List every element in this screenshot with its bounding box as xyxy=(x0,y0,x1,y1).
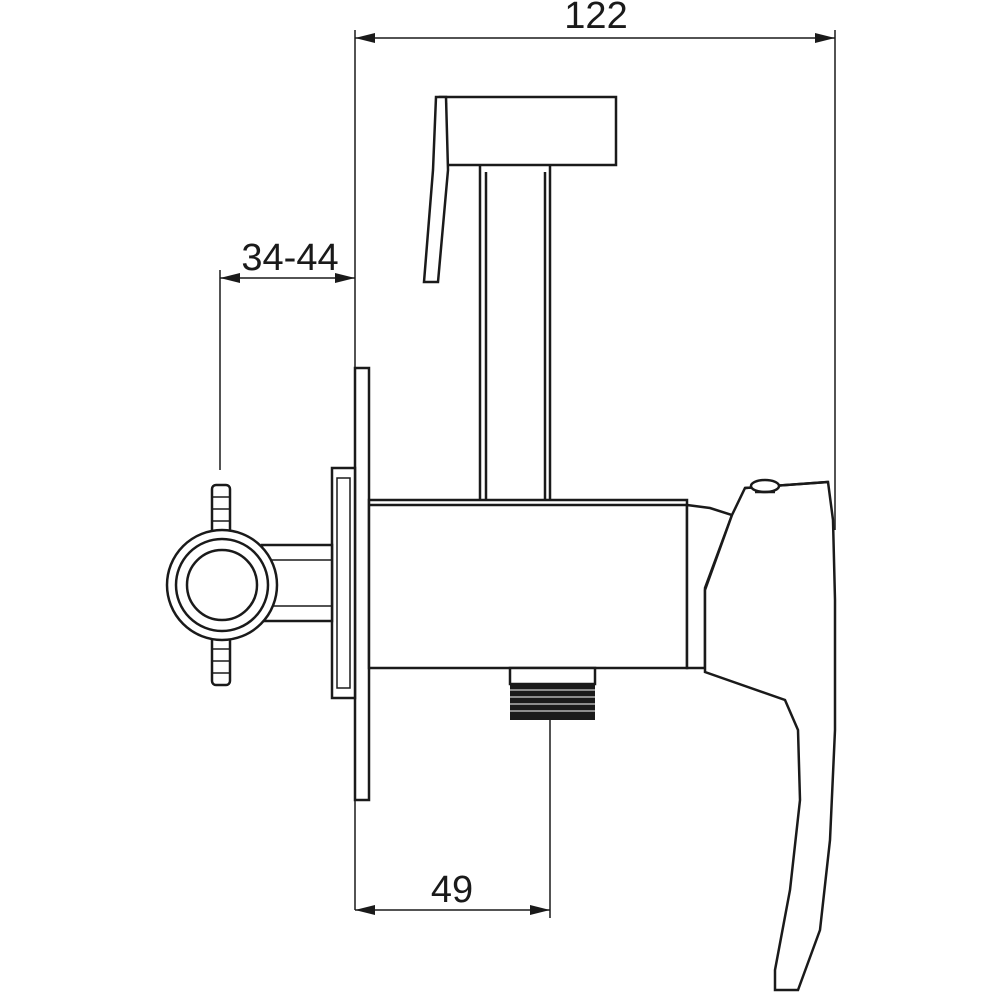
dimension-label-outlet-offset: 49 xyxy=(431,869,473,911)
threaded-outlet xyxy=(508,666,597,720)
dimension-wall-thickness: 34-44 xyxy=(219,237,355,470)
inlet-connector xyxy=(165,483,334,687)
valve-body xyxy=(367,498,689,670)
lever-handle xyxy=(703,478,837,992)
wall-plate xyxy=(330,366,371,802)
hand-shower-holder xyxy=(422,95,618,500)
dimension-label-wall-thickness: 34-44 xyxy=(241,237,338,279)
inlet-nut xyxy=(165,528,279,642)
dimension-label-overall-width: 122 xyxy=(564,0,627,37)
